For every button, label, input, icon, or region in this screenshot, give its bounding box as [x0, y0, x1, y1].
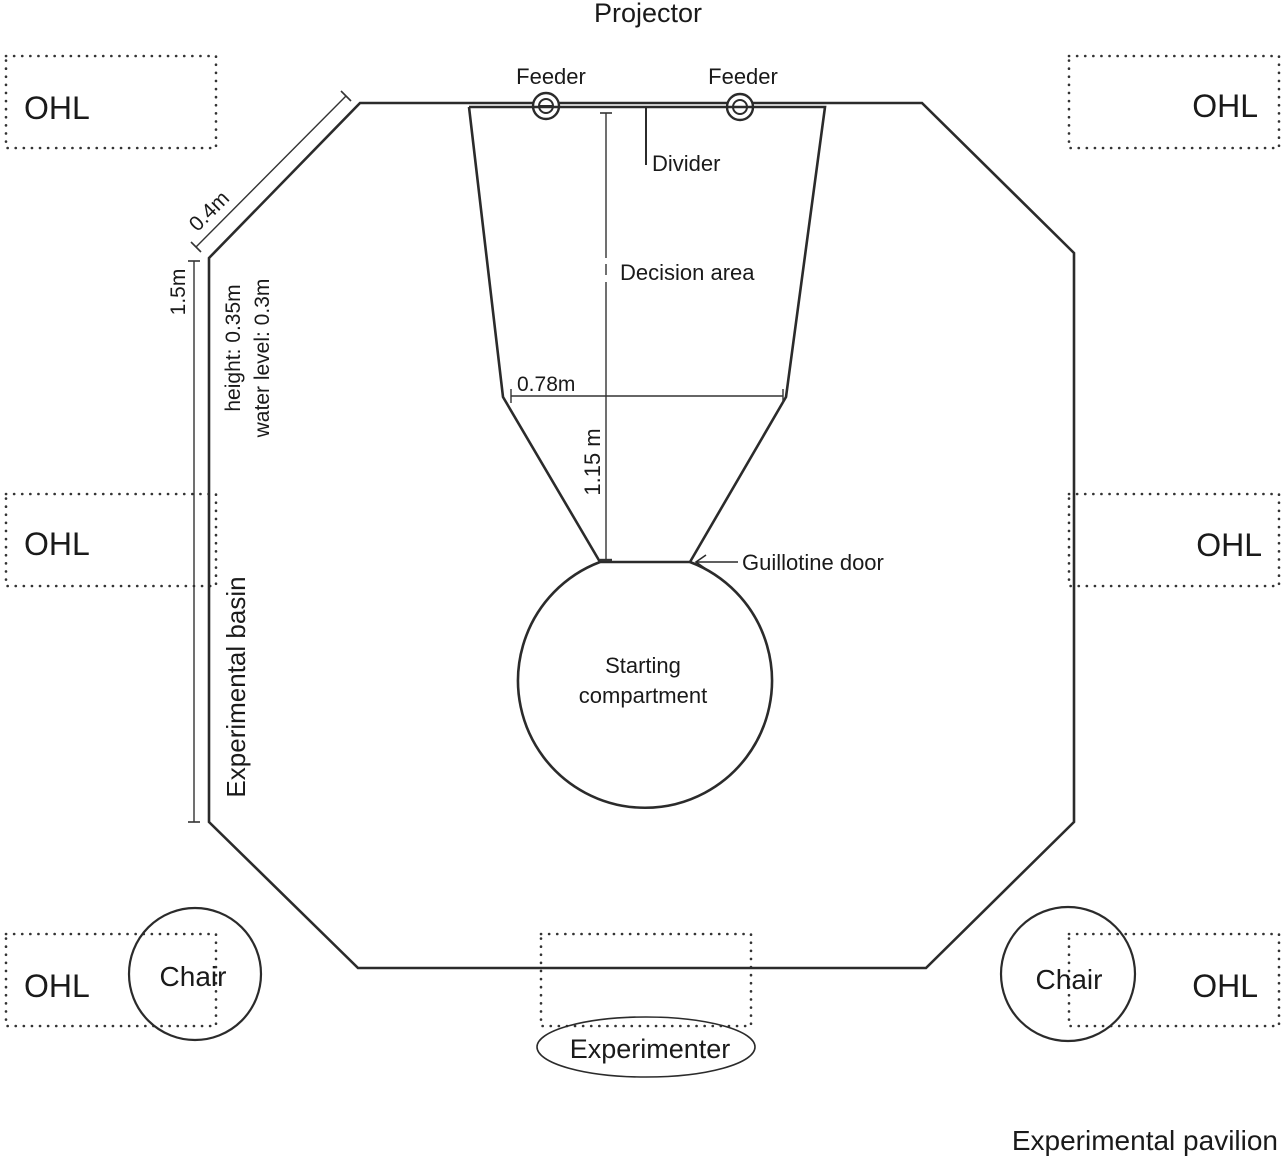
decision-area-label: Decision area	[620, 260, 755, 285]
decision-area-wall	[467, 105, 827, 564]
ohl-label-top-right: OHL	[1192, 88, 1258, 124]
ohl-label-bottom-right: OHL	[1192, 968, 1258, 1004]
basin-height-label: height: 0.35m	[222, 284, 245, 411]
experimental-basin-label: Experimental basin	[221, 576, 251, 797]
ohl-box-top-right	[1067, 54, 1281, 150]
feeder-label-left: Feeder	[516, 64, 586, 89]
ohl-label-mid-right: OHL	[1196, 527, 1262, 563]
ohl-box-mid-left	[4, 492, 218, 588]
pavilion-title: Experimental pavilion	[1012, 1125, 1278, 1156]
ohl-label-top-left: OHL	[24, 90, 90, 126]
ohl-box-mid-right	[1067, 492, 1281, 588]
starting-compartment-wall	[516, 560, 774, 810]
chair-left	[127, 906, 263, 1042]
starting-compartment-label-line1: Starting	[605, 653, 681, 678]
diagonal-side-measure	[190, 90, 352, 253]
experimenter-label: Experimenter	[570, 1034, 731, 1064]
water-level-label: water level: 0.3m	[251, 279, 274, 439]
straight-side-label: 1.5m	[167, 269, 190, 316]
chair-label-right: Chair	[1036, 964, 1103, 995]
ohl-box-top-left	[4, 54, 218, 150]
width-measure	[510, 389, 784, 403]
guillotine-door-label: Guillotine door	[742, 550, 884, 575]
decision-width-label: 0.78m	[517, 373, 575, 396]
projector-label: Projector	[594, 0, 702, 28]
experimental-basin-wall	[207, 101, 1076, 970]
ohl-box-bottom-left	[4, 932, 218, 1028]
length-measure	[600, 112, 612, 562]
divider-label: Divider	[652, 151, 720, 176]
feeder-label-right: Feeder	[708, 64, 778, 89]
ohl-label-bottom-left: OHL	[24, 968, 90, 1004]
diagonal-side-label: 0.4m	[185, 187, 234, 236]
decision-length-label: 1.15 m	[580, 428, 605, 495]
starting-compartment-label-line2: compartment	[579, 683, 707, 708]
experimenter-position	[536, 1016, 756, 1078]
ohl-box-bottom-right	[1067, 932, 1281, 1028]
chair-label-left: Chair	[160, 961, 227, 992]
chair-right	[999, 905, 1137, 1043]
ohl-label-mid-left: OHL	[24, 526, 90, 562]
ohl-box-bottom-center	[539, 932, 753, 1028]
straight-side-measure	[188, 260, 200, 823]
